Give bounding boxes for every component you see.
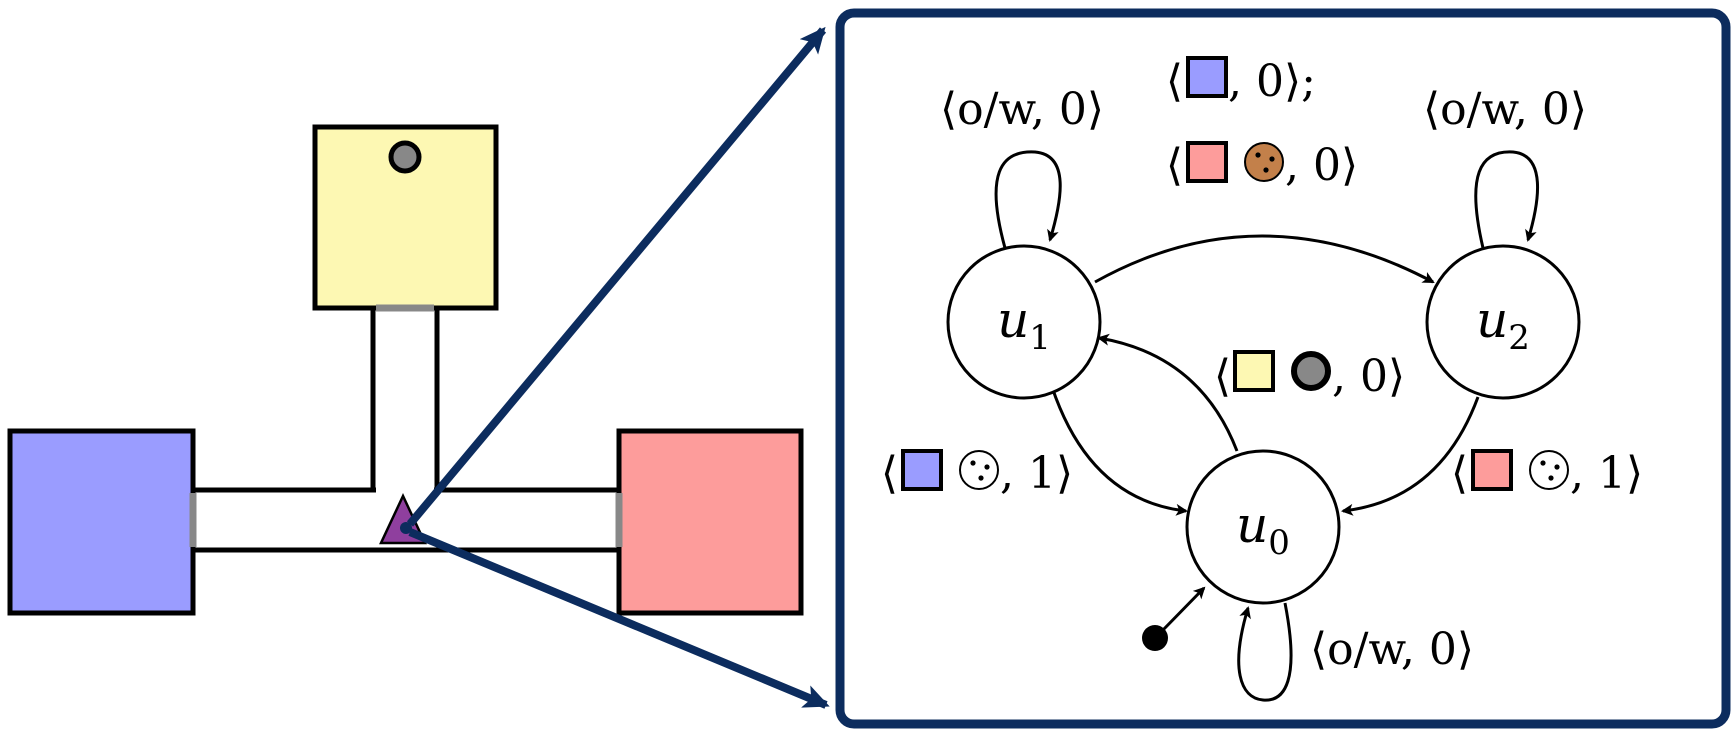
empty-cookie-icon xyxy=(959,450,999,490)
loop-u0 xyxy=(1237,602,1293,702)
loop-u1 xyxy=(994,150,1062,249)
reward-machine: u1 u2 u0 ⟨o/w, 0⟩ ⟨o/w, 0⟩ ⟨o/w, 0⟩ ⟨ , … xyxy=(881,56,1643,702)
edge-u2-u0 xyxy=(1341,396,1480,516)
open-angle: ⟨ xyxy=(1166,140,1183,191)
label-edge-u0-u1: ⟨ , 0⟩ xyxy=(1214,350,1405,402)
environment-map xyxy=(7,124,804,616)
state-u2-sub: 2 xyxy=(1508,318,1530,358)
red-room-icon xyxy=(1186,141,1228,183)
label-loop-u0: ⟨o/w, 0⟩ xyxy=(1310,624,1474,675)
state-u0: u0 xyxy=(1185,449,1341,605)
edge-u2-u0-close: , 1⟩ xyxy=(1570,448,1643,499)
open-angle: ⟨ xyxy=(881,448,898,499)
zoom-arrow-top xyxy=(406,26,827,527)
edge-u1-u2-line1-close: , 0⟩; xyxy=(1228,56,1316,107)
state-u2-base: u xyxy=(1476,291,1508,349)
edge-u1-u0 xyxy=(1050,386,1188,516)
state-u1-sub: 1 xyxy=(1029,318,1051,358)
cookie-icon xyxy=(1244,142,1284,182)
open-angle: ⟨ xyxy=(1166,56,1183,107)
ball-icon xyxy=(1291,351,1331,391)
edge-u1-u2 xyxy=(1094,234,1435,284)
state-u1-base: u xyxy=(997,291,1029,349)
edge-u1-u2-line2-close: , 0⟩ xyxy=(1285,140,1358,191)
open-angle: ⟨ xyxy=(1214,351,1231,402)
room-blue xyxy=(7,428,196,616)
label-loop-u2: ⟨o/w, 0⟩ xyxy=(1423,84,1587,135)
zoom-arrow-bottom xyxy=(408,528,830,709)
ball-icon xyxy=(388,140,422,174)
agent-center xyxy=(400,522,412,534)
corridor-vertical xyxy=(370,305,440,493)
open-angle: ⟨ xyxy=(1451,448,1468,499)
svg-text:u1: u1 xyxy=(997,291,1051,358)
state-u0-sub: 0 xyxy=(1268,523,1290,563)
label-loop-u1: ⟨o/w, 0⟩ xyxy=(940,84,1104,135)
svg-text:u0: u0 xyxy=(1236,496,1290,563)
edge-u0-u1 xyxy=(1097,333,1239,452)
label-edge-u1-u2-line1: ⟨ , 0⟩; xyxy=(1166,56,1316,107)
loop-u2 xyxy=(1474,150,1540,249)
yellow-room-icon xyxy=(1233,350,1275,392)
label-edge-u1-u0: ⟨ , 1⟩ xyxy=(881,448,1073,499)
empty-cookie-icon xyxy=(1529,450,1569,490)
initial-dot xyxy=(1142,625,1168,651)
red-room-icon xyxy=(1471,449,1513,491)
state-u1: u1 xyxy=(946,244,1102,400)
blue-room-icon xyxy=(901,449,943,491)
svg-text:u2: u2 xyxy=(1476,291,1530,358)
label-edge-u1-u2-line2: ⟨ , 0⟩ xyxy=(1166,140,1358,191)
blue-room-icon xyxy=(1186,56,1228,98)
room-red xyxy=(616,428,804,616)
label-edge-u2-u0: ⟨ , 1⟩ xyxy=(1451,448,1643,499)
edge-u1-u0-close: , 1⟩ xyxy=(1000,448,1073,499)
initial-arrow xyxy=(1160,586,1206,633)
state-u2: u2 xyxy=(1425,244,1581,400)
state-u0-base: u xyxy=(1236,496,1268,554)
edge-u0-u1-close: , 0⟩ xyxy=(1332,351,1405,402)
